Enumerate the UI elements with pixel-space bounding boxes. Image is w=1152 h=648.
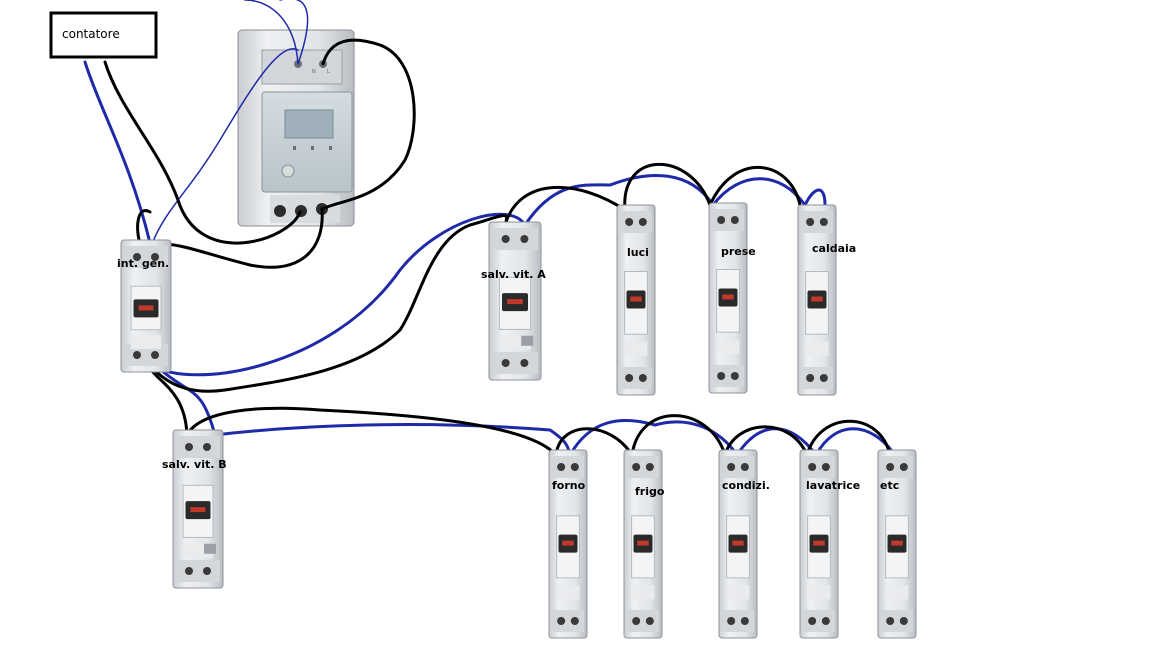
breaker-b-3: [799, 449, 839, 639]
rcd-a: [488, 221, 542, 381]
breaker-label-etc: etc: [880, 479, 899, 492]
phase-wires: [103, 38, 892, 457]
breaker-a-1: [708, 202, 748, 394]
breaker-b-0: [548, 449, 588, 639]
meter-label: contatore: [62, 27, 120, 41]
breaker-label-frigo: frigo: [635, 485, 665, 498]
rcd-b-label: salv. vit. B: [162, 458, 227, 471]
din-modules: [120, 202, 917, 639]
energy-monitor: N L: [237, 29, 355, 227]
monitor-terminal-l: L: [327, 69, 330, 75]
rcd-a-label: salv. vit. A: [481, 268, 546, 281]
breaker-label-lavatrice: lavatrice: [806, 479, 860, 492]
meter-box: contatore: [49, 11, 158, 59]
breaker-a-0: [616, 204, 656, 396]
breaker-label-forno: forno: [552, 479, 586, 492]
rcd-b: [172, 429, 224, 589]
breaker-b-4: [877, 449, 917, 639]
breaker-a-2: [797, 204, 837, 396]
main-switch: [120, 239, 172, 373]
breaker-label-luci: luci: [627, 246, 649, 259]
monitor-terminal-n: N: [312, 69, 316, 75]
main-switch-label: int. gen.: [117, 257, 169, 270]
breaker-b-2: [718, 449, 758, 639]
breaker-label-caldaia: caldaia: [812, 242, 856, 255]
breaker-label-prese: prese: [721, 245, 756, 258]
breaker-b-1: [623, 449, 663, 639]
breaker-label-condizi: condizi.: [722, 479, 770, 492]
